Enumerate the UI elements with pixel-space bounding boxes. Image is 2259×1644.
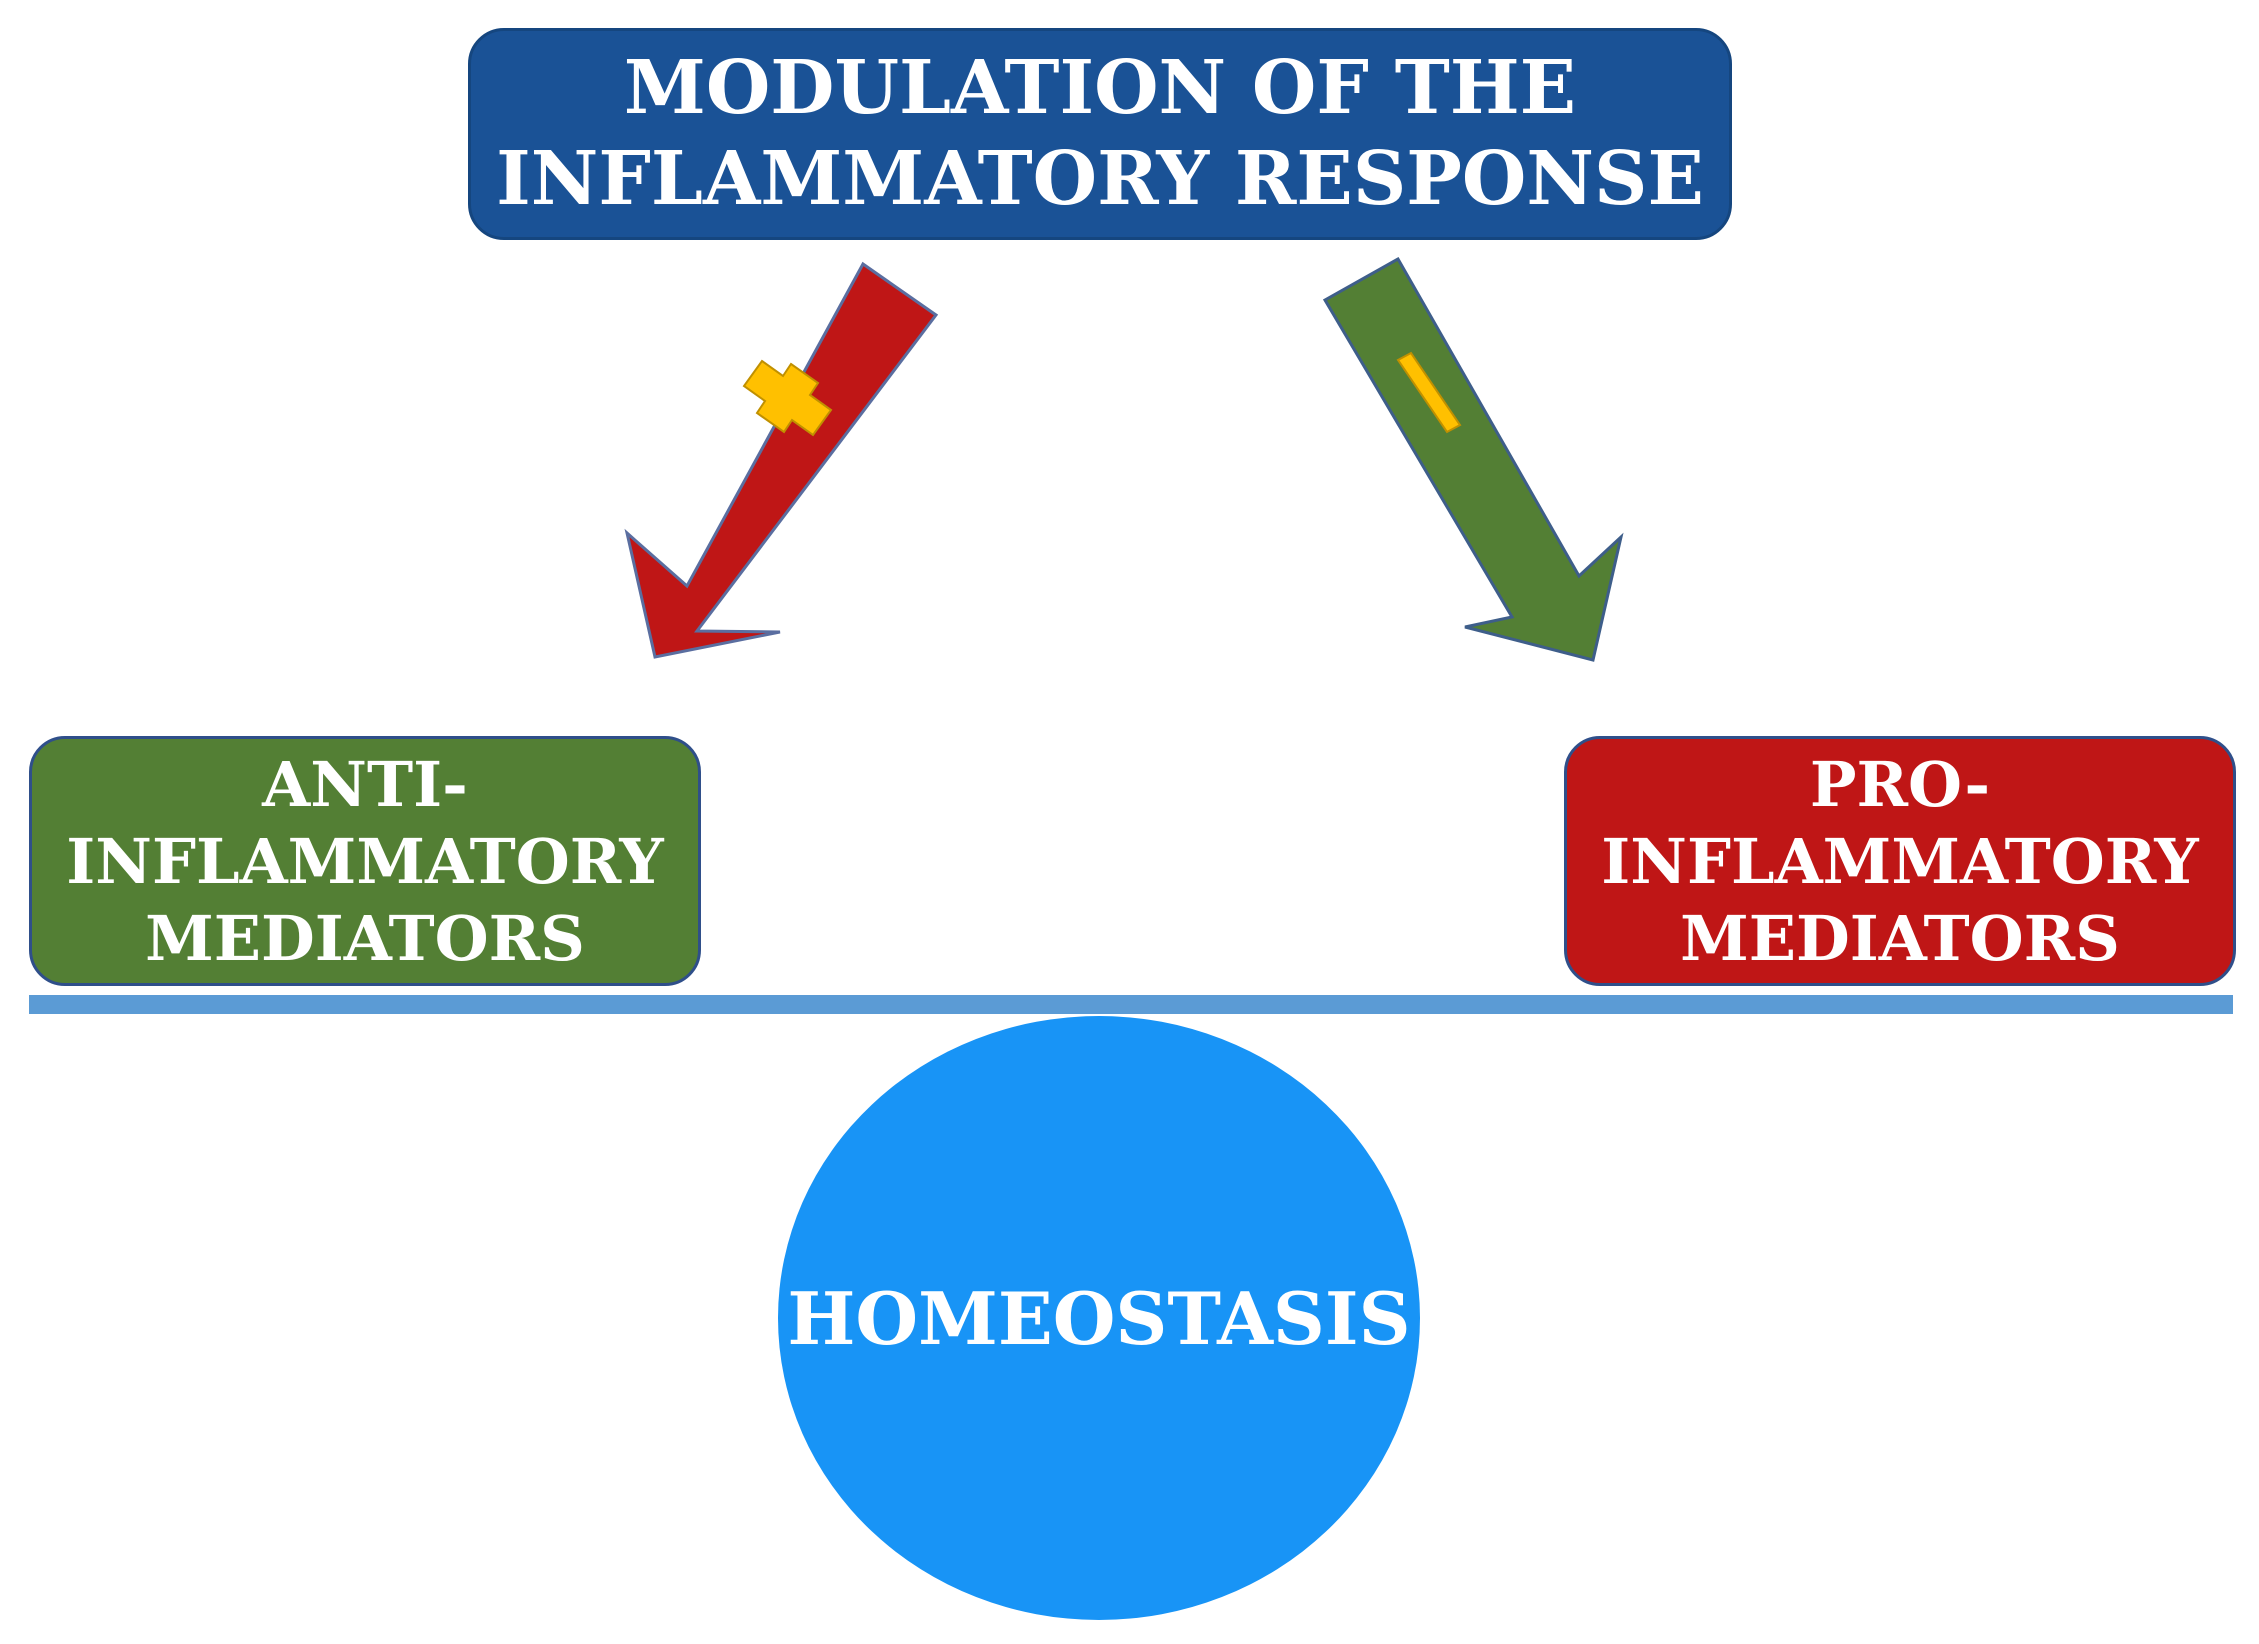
homeostasis-label: HOMEOSTASIS	[787, 1275, 1411, 1361]
plus-icon	[742, 359, 833, 437]
anti-line-3: MEDIATORS	[145, 901, 585, 975]
anti-line-2: INFLAMMATORY	[66, 824, 664, 898]
pro-line-2: INFLAMMATORY	[1601, 824, 2199, 898]
balance-beam	[29, 995, 2233, 1014]
anti-inflammatory-box: ANTI- INFLAMMATORY MEDIATORS	[29, 736, 701, 986]
title-line-2: INFLAMMATORY RESPONSE	[496, 136, 1704, 222]
left-arrow	[624, 261, 939, 659]
right-arrow	[1322, 256, 1624, 662]
pro-inflammatory-box: PRO- INFLAMMATORY MEDIATORS	[1564, 736, 2236, 986]
title-line-1: MODULATION OF THE	[623, 45, 1577, 131]
pro-line-3: MEDIATORS	[1680, 901, 2120, 975]
homeostasis-circle: HOMEOSTASIS	[778, 1016, 1420, 1620]
title-box: MODULATION OF THE INFLAMMATORY RESPONSE	[468, 28, 1732, 240]
minus-icon	[1396, 351, 1462, 434]
anti-line-1: ANTI-	[262, 747, 468, 821]
pro-line-1: PRO-	[1809, 747, 1991, 821]
